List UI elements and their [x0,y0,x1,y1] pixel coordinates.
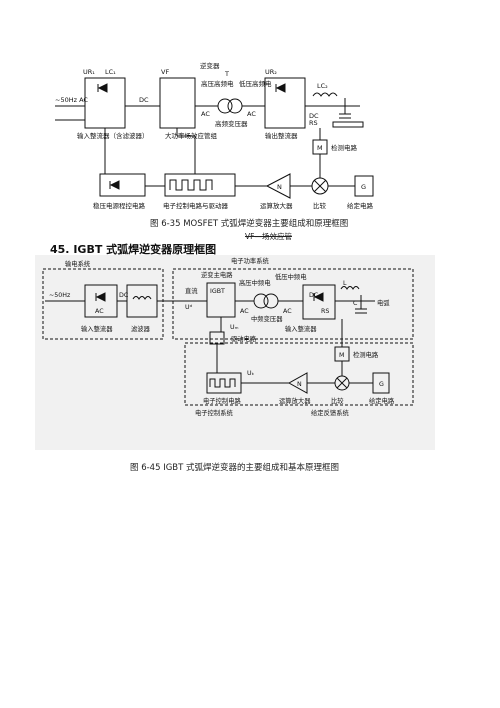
rectifier-label: 输入整流器（含滤波器） [77,131,149,140]
hf-transformer-label: 高频变压器 [215,119,248,128]
filter-label: 滤波器 [131,324,151,333]
hv-label: 高压中频电 [239,278,271,287]
input-sys-label: 输电系统 [65,259,91,268]
ac3-label: AC [283,308,292,315]
c-label: C [353,300,358,307]
dc2-label: DC [309,112,319,120]
ctrl-label: 电子控制电路 [203,396,241,405]
ac3-label: AC [247,110,256,118]
input-label: ~50Hz [49,292,71,299]
setpoint-label: 给定电路 [369,396,395,405]
lc2-label: LC₂ [317,82,328,90]
lc1-label: LC₁ [105,68,116,76]
dc2-label: DC [309,292,319,299]
mosfet-group-label: 大功率场效应管组 [165,131,218,140]
setpoint-label: 给定电路 [347,201,374,210]
ctrl-sys-label: 电子控制系统 [195,408,233,417]
fig1-note: VF—场效应管 [245,232,292,241]
rs-label: RS [309,119,318,127]
n-label: N [297,381,302,388]
compare-label: 比较 [313,201,327,210]
detect-label: 检测电路 [353,350,379,359]
feedback-sys-label: 给定反馈系统 [311,408,349,417]
power-sys-label: 电子功率系统 [231,256,269,265]
output-rect-label: 输出整流器 [265,131,298,140]
drive-label: 驱动电路 [231,334,257,343]
input-rect-label: 输入整流器 [81,324,113,333]
ac2-label: AC [240,308,249,315]
arc-label: 电弧 [377,298,390,307]
igbt-block-diagram: 输电系统 电子功率系统 逆变主电路 ~50Hz AC DC 输入整流器 滤波器 … [35,255,435,450]
dc-label: DC [139,96,149,104]
regulated-ps-label: 稳压电源程控电路 [93,201,146,210]
ud-label: Uᵈ [185,304,193,311]
ctrl-drive-label: 电子控制电路与驱动器 [163,201,229,210]
op-amp-label: 运算放大器 [260,201,293,210]
ac2-label: AC [201,110,210,118]
mosfet-block-diagram: UR₁ LC₁ VF 逆变器 T 高压高频电 低压高频电 UR₂ LC₂ ~50… [55,61,374,210]
input-label: ~50Hz AC [55,96,88,104]
g-label: G [379,381,384,388]
compare-label: 比较 [331,396,344,405]
ur2-label: UR₂ [265,68,277,76]
output-rect-label: 输入整流器 [285,324,317,333]
mid-transformer-label: 中频变压器 [251,314,283,323]
m-label: M [339,352,344,359]
m-label: M [317,144,323,152]
inv-circuit-label: 逆变主电路 [201,270,233,279]
fig1-caption: 图 6-35 MOSFET 式弧焊逆变器主要组成和原理框图 [150,219,349,229]
ac-label: AC [95,308,104,315]
g-label: G [361,183,366,191]
fig2-caption: 图 6-45 IGBT 式弧焊逆变器的主要组成和基本原理框图 [130,463,340,473]
t-label: T [224,70,229,78]
hv-hf-label: 高压高频电 [201,79,234,88]
op-amp-label: 运算放大器 [279,396,311,405]
n-label: N [277,183,282,191]
inverter-label: 逆变器 [200,61,220,70]
ur1-label: UR₁ [83,68,95,76]
rs-label: RS [321,308,329,315]
direct-label: 直流 [185,286,198,295]
lv-label: 低压中频电 [275,272,307,281]
vf-label: VF [161,68,169,76]
dc-label: DC [119,292,129,299]
lv-hf-label: 低压高频电 [239,79,272,88]
detect-label: 检测电路 [331,143,358,152]
l-label: L [343,280,347,287]
um-label: Uₘ [230,324,239,331]
igbt-label: IGBT [210,288,225,295]
section-heading: 45. IGBT 式弧焊逆变器原理框图 [50,243,217,256]
uk-label: Uₖ [247,370,255,377]
